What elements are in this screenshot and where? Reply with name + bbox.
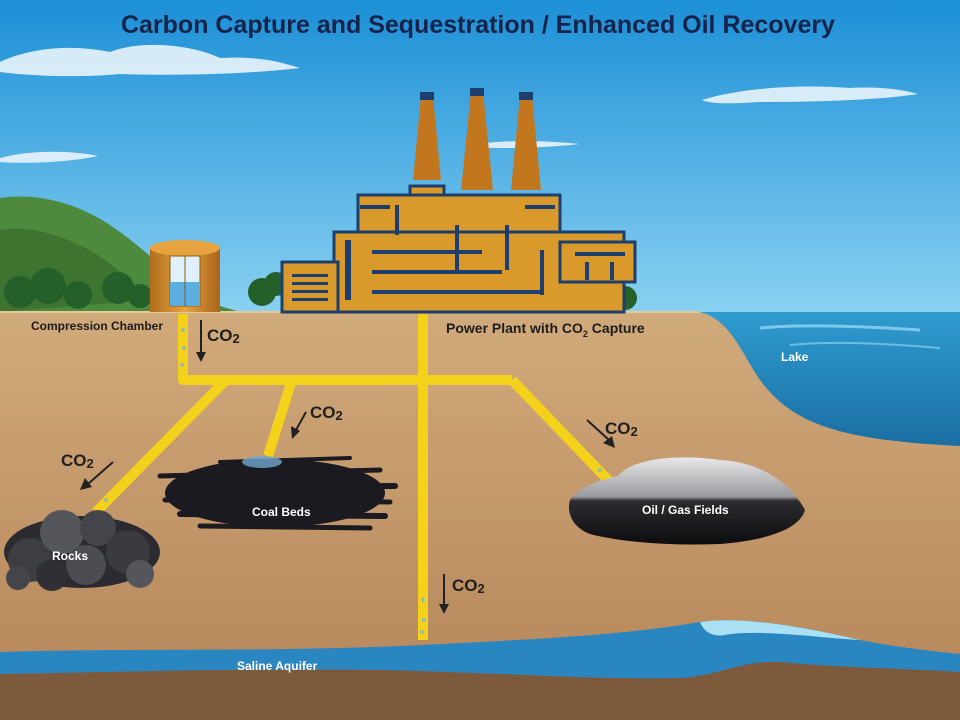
power-plant-label: Power Plant with CO2 Capture [446,320,645,339]
clouds [0,44,918,163]
co2-pipes [92,314,614,640]
rocks [4,510,160,591]
compression-chamber [150,240,220,312]
co2-label-compression: CO2 [207,326,240,346]
coal-beds-label: Coal Beds [252,505,311,519]
diagram-title: Carbon Capture and Sequestration / Enhan… [121,11,835,39]
coal-beds [157,456,398,531]
co2-label-oil: CO2 [605,419,638,439]
rocks-label: Rocks [52,549,88,563]
deep-soil [0,660,960,720]
lake-label: Lake [781,350,809,364]
co2-label-coal: CO2 [310,403,343,423]
co2-flow-arrows [80,320,615,614]
saline-aquifer-label: Saline Aquifer [237,659,318,673]
co2-label-rocks: CO2 [61,451,94,471]
soil [0,312,960,720]
power-plant [280,88,637,314]
compression-chamber-label: Compression Chamber [31,319,163,333]
oil-gas-fields [568,457,805,545]
oil-gas-fields-label: Oil / Gas Fields [642,503,729,517]
co2-label-aquifer: CO2 [452,576,485,596]
